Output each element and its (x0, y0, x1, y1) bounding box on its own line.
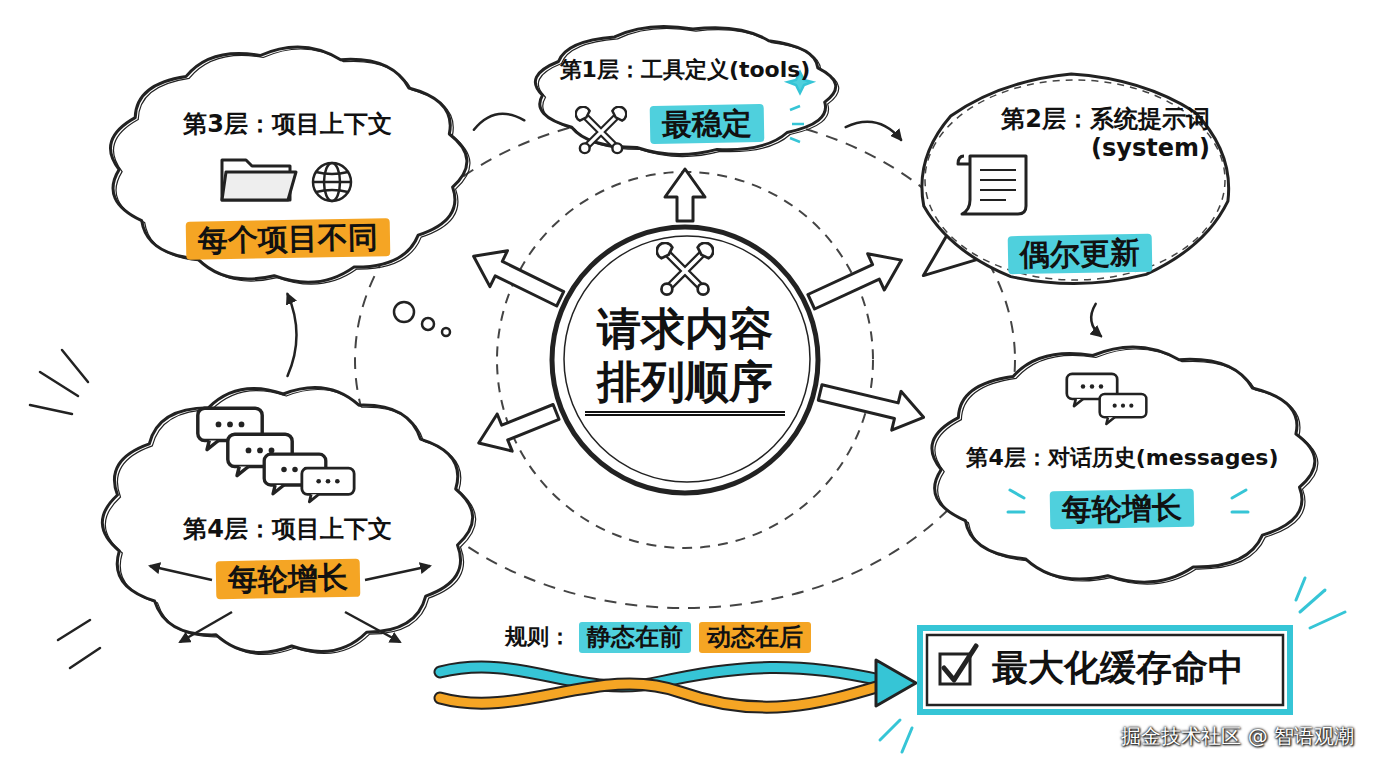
cloud-sketch (935, 349, 1318, 584)
wavy-arrow-orange (440, 684, 880, 707)
box-outline (927, 635, 1283, 705)
highlight-tag: 偶尔更新 (1008, 234, 1153, 275)
node-text: 最大化缓存命中 (992, 646, 1244, 689)
fat-arrow (808, 254, 902, 309)
highlight-tag: 每轮增长 (215, 559, 360, 600)
fat-arrow (479, 405, 559, 452)
spread-arrows (150, 566, 430, 642)
highlight-tag: 最稳定 (650, 104, 765, 144)
box-outline-cyan (920, 628, 1290, 712)
layer-bubble: 第2层：系统提示词 (system) 偶尔更新 (905, 60, 1245, 300)
layer-cloud: 第1层：工具定义(tools) 最稳定 (528, 15, 842, 165)
flow-arrow (474, 114, 524, 130)
wrench-icon (576, 107, 627, 153)
node-text: 第3层：项目上下文 (183, 110, 392, 139)
folder-icon (222, 160, 296, 200)
chat-icon (302, 468, 354, 502)
cloud-sketch (539, 28, 839, 156)
thought-dots (394, 302, 450, 336)
layer-cloud: 第4层：对话历史(messages) 每轮增长 (927, 340, 1317, 590)
accent-dashes (1008, 490, 1248, 512)
flow-arrow (1091, 304, 1101, 336)
cloud-outline (932, 347, 1315, 582)
rule-dynamic: 动态在后 (699, 622, 811, 653)
node-text: 第1层：工具定义(tools) (560, 57, 811, 83)
cloud-sketch (105, 390, 475, 655)
bubble-dashed (925, 80, 1225, 280)
bubble-outline (922, 74, 1229, 283)
flow-arrow (846, 122, 902, 140)
wavy-arrow-orange (440, 684, 880, 707)
globe-icon (313, 163, 351, 201)
node-text: 第4层：项目上下文 (183, 515, 392, 544)
chat-icon (1100, 394, 1147, 424)
highlight-tag: 每轮增长 (1050, 489, 1195, 530)
rule-static: 静态在前 (579, 622, 691, 653)
highlight-tag: 每个项目不同 (185, 218, 390, 260)
watermark: 掘金技术社区 @ 智语观潮 (1121, 724, 1354, 748)
flow-arrow (288, 294, 297, 376)
rule-label: 规则： (505, 624, 571, 650)
dashed-ring (497, 172, 873, 548)
wavy-arrow-head (876, 660, 916, 706)
cloud-sketch (113, 49, 469, 284)
fat-arrow (818, 385, 923, 431)
sparkle (788, 72, 812, 142)
circle-sketch (564, 236, 810, 482)
result-box: 最大化缓存命中 (920, 628, 1290, 712)
rule-line: 规则： 静态在前动态在后 (505, 622, 811, 653)
layer-cloud: 第4层：项目上下文每轮增长 (100, 380, 475, 660)
burst-lines (30, 350, 100, 668)
node-text: 第4层：对话历史(messages) (966, 445, 1278, 471)
node-text: 第2层：系统提示词 (system) (960, 105, 1210, 163)
circle-outline (552, 227, 818, 493)
fat-arrow (665, 169, 705, 221)
checkbox-icon (940, 646, 976, 684)
cloud-outline (110, 47, 466, 282)
center-title: 请求内容 排列顺序 (585, 303, 785, 416)
scroll-icon (958, 156, 1026, 214)
fat-arrow (474, 251, 564, 306)
wrench-icon (657, 243, 713, 295)
